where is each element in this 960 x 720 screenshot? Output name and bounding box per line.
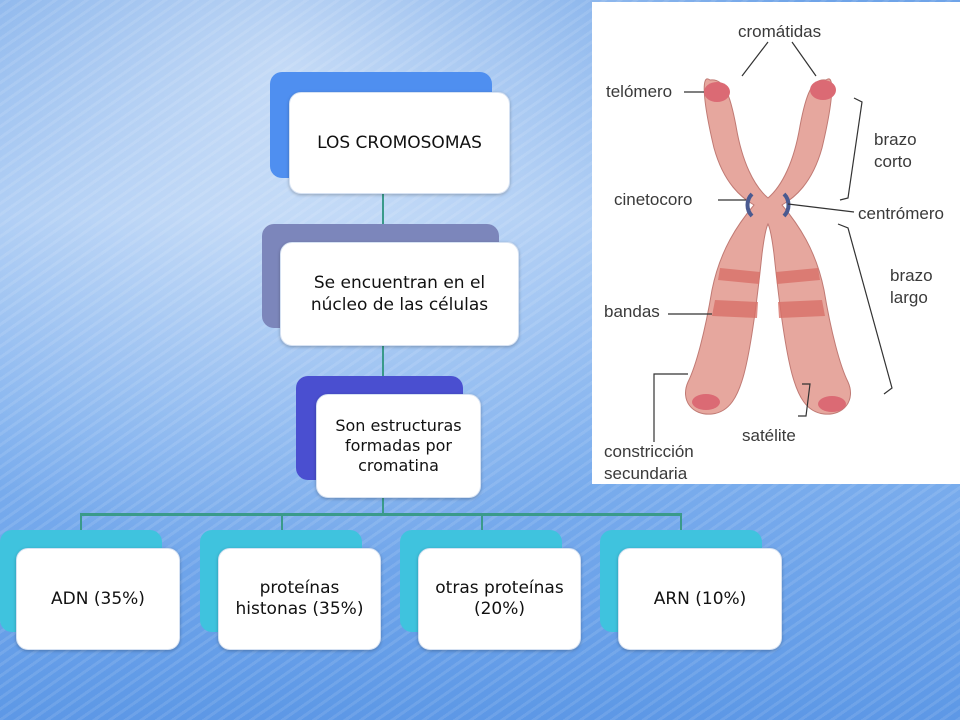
node-root-box: LOS CROMOSOMAS bbox=[289, 92, 510, 194]
bracket-satelite bbox=[798, 383, 811, 417]
label-telomero: telómero bbox=[606, 82, 673, 101]
connector-horizontal bbox=[80, 513, 682, 516]
telomere-tip-right bbox=[810, 80, 836, 100]
label-constriccion-2: secundaria bbox=[604, 464, 688, 483]
connector-leaf-1 bbox=[80, 513, 82, 531]
node-leaf-adn-box: ADN (35%) bbox=[16, 548, 180, 650]
label-constriccion-1: constricción bbox=[604, 442, 694, 461]
chromosome-figure: cromátidas telómero brazo corto cinetoco… bbox=[592, 2, 960, 484]
label-satelite: satélite bbox=[742, 426, 796, 445]
label-centromero: centrómero bbox=[858, 204, 944, 223]
leader-constriccion bbox=[653, 373, 688, 442]
leaf-arn-text: ARN (10%) bbox=[653, 589, 747, 609]
label-cinetocoro: cinetocoro bbox=[614, 190, 693, 209]
label-brazo-corto-1: brazo bbox=[874, 130, 917, 149]
label-brazo-corto-2: corto bbox=[874, 152, 912, 171]
band-left-1 bbox=[718, 268, 760, 284]
label-brazo-largo-2: largo bbox=[890, 288, 928, 307]
label-bandas: bandas bbox=[604, 302, 660, 321]
leaf-adn-text: ADN (35%) bbox=[51, 589, 145, 609]
satellite-tip-left bbox=[692, 394, 720, 410]
band-left-2 bbox=[712, 300, 758, 318]
label-cromatidas: cromátidas bbox=[738, 22, 822, 41]
connector-level3-down bbox=[382, 497, 384, 514]
connector-leaf-2 bbox=[281, 513, 283, 531]
telomere-tip-left bbox=[704, 82, 730, 102]
node-leaf-otras-box: otras proteínas (20%) bbox=[418, 548, 581, 650]
bracket-brazo-corto bbox=[839, 97, 863, 201]
level2-text: Se encuentran en el núcleo de las célula… bbox=[310, 273, 489, 315]
node-level2-box: Se encuentran en el núcleo de las célula… bbox=[280, 242, 519, 346]
connector-level2-level3 bbox=[382, 345, 384, 385]
connector-leaf-4 bbox=[680, 513, 682, 531]
label-brazo-largo-1: brazo bbox=[890, 266, 933, 285]
chromosome-body bbox=[685, 78, 851, 415]
connector-root-level2 bbox=[382, 192, 384, 232]
kinetochore-left bbox=[745, 192, 754, 218]
chromosome-illustration bbox=[653, 41, 893, 442]
level3-text: Son estructuras formadas por cromatina bbox=[335, 416, 462, 475]
node-leaf-histonas-box: proteínas histonas (35%) bbox=[218, 548, 381, 650]
satellite-tip-right bbox=[818, 396, 846, 412]
root-text: LOS CROMOSOMAS bbox=[317, 133, 482, 153]
leaf-histonas-text: proteínas histonas (35%) bbox=[235, 578, 364, 619]
node-level3-box: Son estructuras formadas por cromatina bbox=[316, 394, 481, 498]
band-right-1 bbox=[776, 268, 820, 284]
band-right-2 bbox=[778, 300, 825, 318]
kinetochore-right bbox=[782, 192, 791, 218]
connector-leaf-3 bbox=[481, 513, 483, 531]
bracket-brazo-largo bbox=[837, 223, 893, 395]
leader-cromatidas bbox=[741, 41, 817, 77]
leaf-otras-text: otras proteínas (20%) bbox=[435, 578, 564, 619]
leader-centromero bbox=[787, 203, 855, 213]
node-leaf-arn-box: ARN (10%) bbox=[618, 548, 782, 650]
